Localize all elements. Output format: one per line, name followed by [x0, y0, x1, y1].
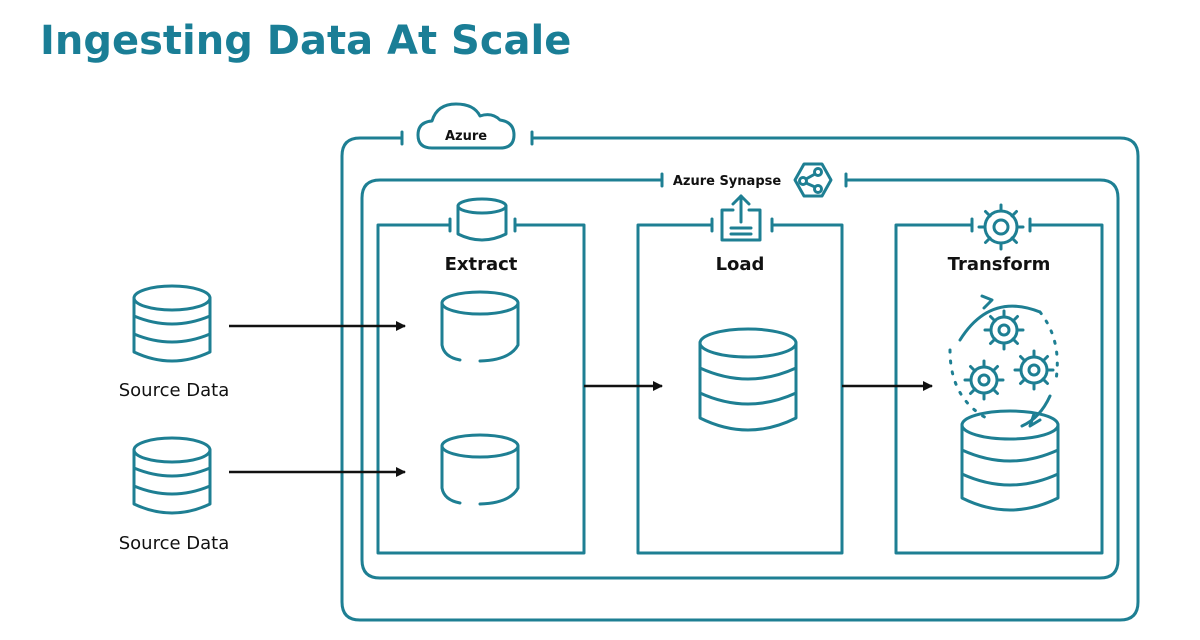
extract-box: [376, 223, 586, 555]
gear-icon: [977, 203, 1025, 251]
cloud-icon: [416, 102, 516, 150]
stage-label-load: Load: [716, 254, 765, 275]
transform-database-icon: [960, 409, 1060, 512]
source-label: Source Data: [119, 533, 230, 554]
stage-label-extract: Extract: [445, 254, 518, 275]
azure-label: Azure: [445, 129, 487, 144]
load-database-icon: [698, 327, 798, 432]
extract-cylinder-icon: [440, 290, 520, 363]
extract-cylinder-icon: [440, 433, 520, 506]
source-database-icon: [132, 436, 212, 515]
load-box: [636, 223, 844, 555]
azure-synapse-label: Azure Synapse: [673, 174, 782, 189]
azure-container: [340, 136, 1140, 622]
source-label: Source Data: [119, 380, 230, 401]
upload-document-icon: [720, 194, 762, 242]
transform-box: [894, 223, 1104, 555]
transform-cycle-icon: [948, 294, 1059, 428]
stage-label-transform: Transform: [948, 254, 1051, 275]
synapse-icon: [793, 162, 833, 198]
source-database-icon: [132, 284, 212, 363]
synapse-container: [360, 178, 1120, 580]
page-title: Ingesting Data At Scale: [40, 18, 572, 64]
cylinder-icon: [456, 197, 508, 242]
